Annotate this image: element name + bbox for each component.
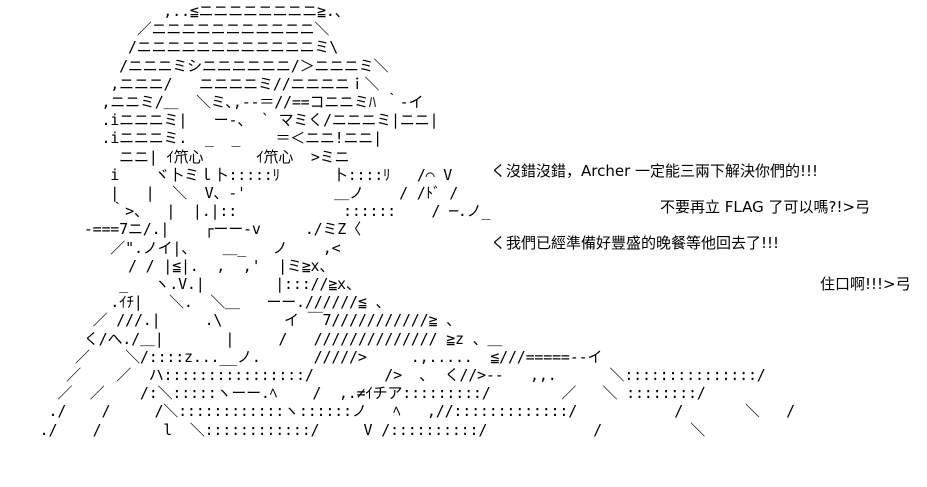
ascii-art-line: ,ニニミ/＿ ＼ミ､,--＝//==コニニミﾊ ｀-イ <box>22 93 424 112</box>
ascii-art-line: ／ ///.| .\ イ ￣7///////////≧ 、 <box>22 311 461 330</box>
dialogue-line-3: く我們已經準備好豐盛的晚餐等他回去了!!! <box>491 234 780 252</box>
ascii-art-figure: ,..≦ニニニニニニニニ≧.、 ／ニニニニニニニニニニニ＼ /ニニニニニニニニニ… <box>22 2 796 439</box>
dialogue-line-4: 住口啊!!!>弓 <box>820 275 911 293</box>
ascii-art-line: /ニニニミシニニニニニニ/＞ニニニミ＼ <box>22 56 389 75</box>
ascii-art-line: ／ ／ ハ::::::::::::::::/ /> ､ く//>-- ,,. ＼… <box>22 366 766 385</box>
ascii-art-line: ,..≦ニニニニニニニニ≧.、 <box>22 2 350 20</box>
ascii-art-line: く/へ./＿| | / ////////////// ≧z 、＿ <box>22 329 503 348</box>
ascii-art-line: ./ / /＼::::::::::::ヽ::::::ノ ﾍ ,//:::::::… <box>22 402 795 421</box>
ascii-art-line: ./ / l ＼::::::::::::/ V /::::::::::/ / ＼ <box>22 420 706 439</box>
ascii-art-line: i ヾ卜ミｌ卜:::::ﾘ 卜::::ﾘ /⌒ V <box>22 165 453 184</box>
dialogue-line-1: く沒錯沒錯，Archer 一定能三兩下解決你們的!!! <box>491 162 819 180</box>
ascii-art-line: ｀>、 | |.|:: :::::: / ─.ノ_ <box>22 202 491 221</box>
ascii-art-line: ／ ＼/::::z...__ノ. /////> .,..... ≦///====… <box>22 347 603 366</box>
ascii-art-line: /ニニニニニニニニニニニニミ\ <box>22 38 339 57</box>
ascii-art-line: ニニ| ｲ笊心 ｲ笊心 >ミニ <box>22 147 350 166</box>
ascii-art-line: ／ニニニニニニニニニニニ＼ <box>22 20 330 39</box>
ascii-art-line: ,ニニニ/ ニニニニミ//ニニニニｉ＼ <box>22 74 380 93</box>
ascii-art-line: ／ ／ /:＼:::::ヽーー.ﾍ / ,.≠ｲチア:::::::::/ ／ ＼… <box>22 384 706 403</box>
ascii-art-line: .ｲﾁ| ＼. ＼＿ ーー.//////≦ 、 <box>22 293 391 312</box>
dialogue-line-2: 不要再立 FLAG 了可以嗎?!>弓 <box>660 198 871 216</box>
ascii-art-line: / / |≦|. , ,' |ミ≧x、 <box>22 256 335 275</box>
ascii-art-line: | | ＼ V、-' ＿ノ / /ﾄﾞ / <box>22 184 459 203</box>
ascii-art-line: .iニニニミ| ー-、 ` マミく/ニニニミ|ニニ| <box>22 111 439 130</box>
ascii-art-line: _ ヽ.V.| |::://≧x、 <box>22 275 361 294</box>
ascii-art-line: .iニニニミ. _ _ ＝＜ニニ!ニニ| <box>22 129 382 148</box>
ascii-art-line: ／".ノイ|、 ＿_ ノ ,< <box>22 238 341 257</box>
ascii-art-line: -===7ニ/.| ┌ーー-v ./ミZ〈 <box>22 220 361 239</box>
